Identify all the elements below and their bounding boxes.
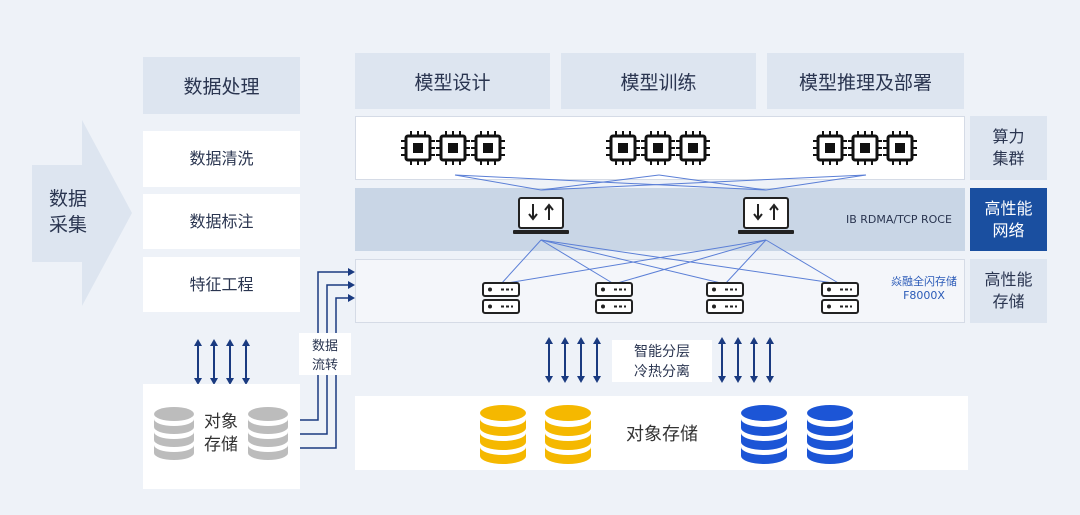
storage-panel bbox=[355, 259, 965, 323]
left-object-storage-label: 对象 存储 bbox=[204, 412, 238, 455]
data-cleaning-item: 数据清洗 bbox=[143, 131, 300, 187]
compute-cluster-label: 算力 集群 bbox=[970, 116, 1047, 180]
data-processing-header: 数据处理 bbox=[143, 57, 300, 114]
storage-label: 高性能 存储 bbox=[970, 259, 1047, 323]
blue-database-icons bbox=[741, 405, 853, 464]
network-label: 高性能 网络 bbox=[970, 188, 1047, 251]
flash-storage-label: 焱融全闪存储 F8000X bbox=[891, 275, 957, 303]
object-storage-label: 对象存储 bbox=[626, 424, 698, 445]
data-labeling-item: 数据标注 bbox=[143, 194, 300, 249]
network-panel bbox=[355, 188, 965, 251]
data-flow-label: 数据 流转 bbox=[299, 333, 351, 375]
tiering-label: 智能分层 冷热分离 bbox=[612, 340, 712, 382]
model-training-header: 模型训练 bbox=[561, 53, 756, 109]
network-protocol-label: IB RDMA/TCP ROCE bbox=[846, 213, 952, 226]
gray-database-icons bbox=[154, 407, 288, 460]
data-collect-label: 数据 采集 bbox=[48, 188, 87, 236]
yellow-database-icons bbox=[480, 405, 591, 464]
feature-engineering-item: 特征工程 bbox=[143, 257, 300, 312]
model-inference-header: 模型推理及部署 bbox=[767, 53, 964, 109]
left-object-storage-panel bbox=[143, 384, 300, 489]
model-design-header: 模型设计 bbox=[355, 53, 550, 109]
object-storage-panel bbox=[355, 396, 968, 470]
